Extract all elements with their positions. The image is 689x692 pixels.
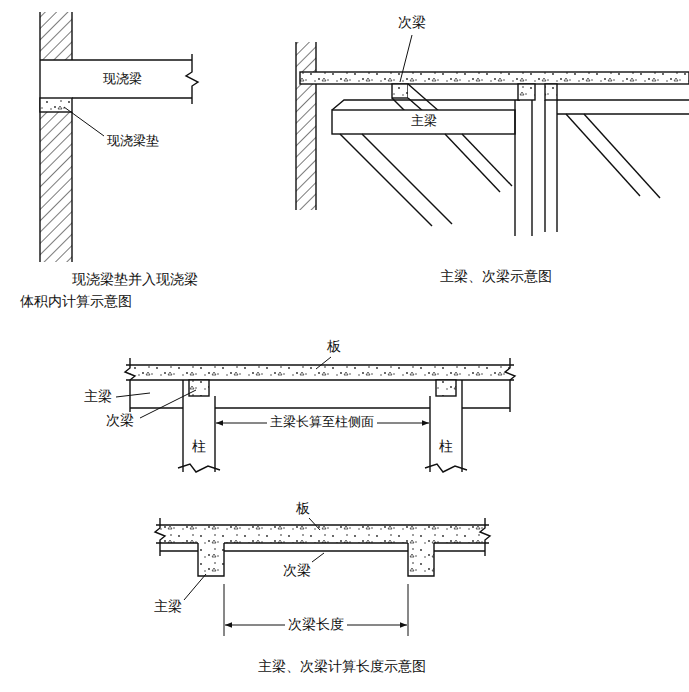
beam-pad-figure-part xyxy=(71,112,72,262)
part-label: 板 xyxy=(327,338,341,355)
beam-perspective-figure-part xyxy=(296,42,316,72)
dimension-label: 主梁长算至柱侧面 xyxy=(267,414,377,430)
main-beam-length-figure-part xyxy=(125,358,135,412)
main-beam-length-figure-part xyxy=(461,380,462,472)
part-label: 次梁 xyxy=(106,412,134,429)
figure-caption: 主梁、次梁计算长度示意图 xyxy=(258,658,426,675)
main-beam-length-figure-part xyxy=(178,464,220,472)
beam-pad-figure-part xyxy=(71,12,72,60)
part-label: 次梁 xyxy=(398,14,426,31)
main-beam-length-figure-part xyxy=(215,407,430,408)
main-beam-length-figure-part xyxy=(189,380,209,396)
main-beam-length-figure-part xyxy=(436,380,456,396)
part-label: 柱 xyxy=(439,438,453,455)
beam-perspective-figure-part xyxy=(295,42,296,210)
secondary-beam-length-figure-part xyxy=(160,525,485,543)
beam-perspective-figure-part xyxy=(557,113,689,114)
main-beam-length-figure-part xyxy=(130,365,510,380)
secondary-beam-length-figure-part xyxy=(160,550,198,551)
beam-perspective-figure-part xyxy=(362,134,452,224)
beam-perspective-figure-part xyxy=(340,134,432,226)
beam-pad-figure-part xyxy=(186,54,198,104)
part-label: 主梁 xyxy=(84,388,112,405)
beam-pad-figure-part xyxy=(39,12,40,262)
beam-pad-figure-part xyxy=(40,59,192,60)
secondary-beam-length-figure-part xyxy=(408,543,434,576)
beam-pad-figure-part xyxy=(40,12,72,60)
beam-perspective-figure-part xyxy=(445,134,500,192)
beam-perspective-figure-part xyxy=(545,84,557,100)
part-label: 现浇梁 xyxy=(103,71,142,87)
beam-perspective-figure-part xyxy=(514,100,515,236)
beam-perspective-figure-part xyxy=(300,72,689,84)
part-label: 主梁 xyxy=(411,113,437,129)
secondary-beam-length-figure-part xyxy=(156,524,489,525)
beam-perspective-figure-part xyxy=(584,114,660,198)
secondary-beam-length-figure-part xyxy=(309,518,320,530)
secondary-beam-length-figure-part xyxy=(224,550,408,551)
secondary-beam-length-figure-part xyxy=(434,550,485,551)
beam-perspective-figure-part xyxy=(315,42,316,72)
beam-perspective-figure-part xyxy=(392,84,408,98)
beam-perspective-figure-part xyxy=(315,84,316,210)
secondary-beam-length-figure-part xyxy=(408,584,409,636)
main-beam-length-figure-part xyxy=(116,393,150,397)
beam-pad-figure-part xyxy=(72,97,192,98)
beam-perspective-figure-part xyxy=(531,100,532,236)
figure-caption: 主梁、次梁示意图 xyxy=(440,268,552,285)
secondary-beam-length-figure-part xyxy=(224,542,408,543)
main-beam-length-figure xyxy=(116,357,515,472)
part-label: 主梁 xyxy=(154,598,182,615)
beam-perspective-figure-part xyxy=(462,134,512,186)
figure-caption: 现浇梁垫并入现浇梁 体积内计算示意图 xyxy=(20,268,210,312)
secondary-beam-length-figure-part xyxy=(434,542,489,543)
beam-perspective-figure-part xyxy=(332,100,520,110)
beam-perspective-figure-part xyxy=(566,114,640,196)
secondary-beam-length-figure-part xyxy=(184,574,206,600)
main-beam-length-figure-part xyxy=(462,407,510,408)
main-beam-length-figure-part xyxy=(316,357,331,369)
secondary-beam-length-figure xyxy=(155,518,490,636)
main-beam-length-figure-part xyxy=(425,464,467,472)
beam-perspective-figure-part xyxy=(557,99,689,100)
part-label: 板 xyxy=(296,500,310,517)
beam-perspective-figure-part xyxy=(544,100,545,232)
secondary-beam-length-figure-part xyxy=(156,542,198,543)
beam-perspective-figure-part xyxy=(400,35,412,82)
beam-perspective-figure-part xyxy=(518,84,535,100)
main-beam-length-figure-part xyxy=(182,380,183,472)
beam-perspective-figure-part xyxy=(296,84,316,210)
main-beam-length-figure-part xyxy=(505,358,515,412)
main-beam-length-figure-part xyxy=(140,390,196,418)
secondary-beam-length-figure-part xyxy=(198,543,224,576)
secondary-beam-length-figure-part xyxy=(312,553,324,562)
dimension-label: 次梁长度 xyxy=(285,616,347,633)
beam-perspective-figure-part xyxy=(556,100,557,232)
part-label: 现浇梁垫 xyxy=(107,133,159,149)
beam-perspective-figure xyxy=(296,35,689,236)
beam-pad-figure-part xyxy=(64,107,104,136)
beam-perspective-figure-part xyxy=(332,110,515,134)
part-label: 柱 xyxy=(192,438,206,455)
beam-pad-figure-part xyxy=(40,112,72,262)
part-label: 次梁 xyxy=(283,562,311,579)
secondary-beam-length-figure-part xyxy=(224,584,225,636)
main-beam-length-figure-part xyxy=(130,407,183,408)
beam-pad-figure xyxy=(40,12,198,262)
